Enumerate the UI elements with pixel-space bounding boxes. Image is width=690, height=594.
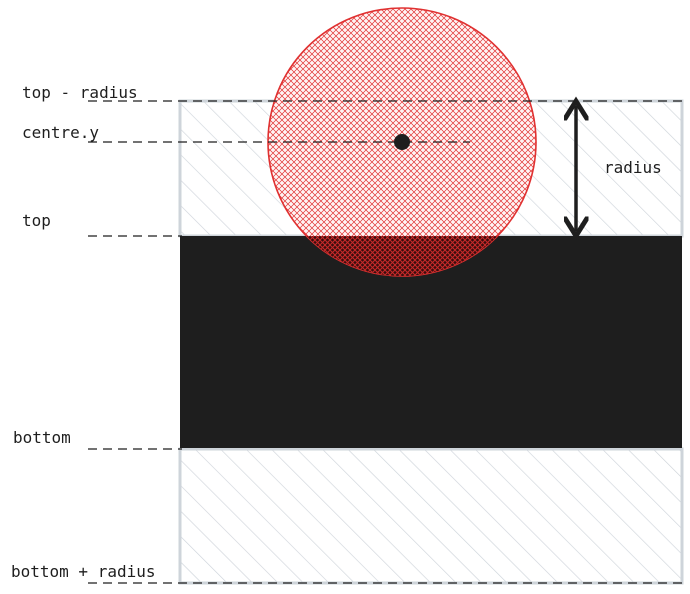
- label-bottom: bottom: [13, 428, 71, 447]
- label-radius: radius: [604, 158, 662, 177]
- label-bottom-plus-radius: bottom + radius: [11, 562, 156, 581]
- lower-expansion-zone: [178, 447, 684, 585]
- label-top-minus-radius: top - radius: [22, 83, 138, 102]
- label-top: top: [22, 211, 51, 230]
- centre-point: [394, 134, 410, 150]
- label-centre-y: centre.y: [22, 123, 99, 142]
